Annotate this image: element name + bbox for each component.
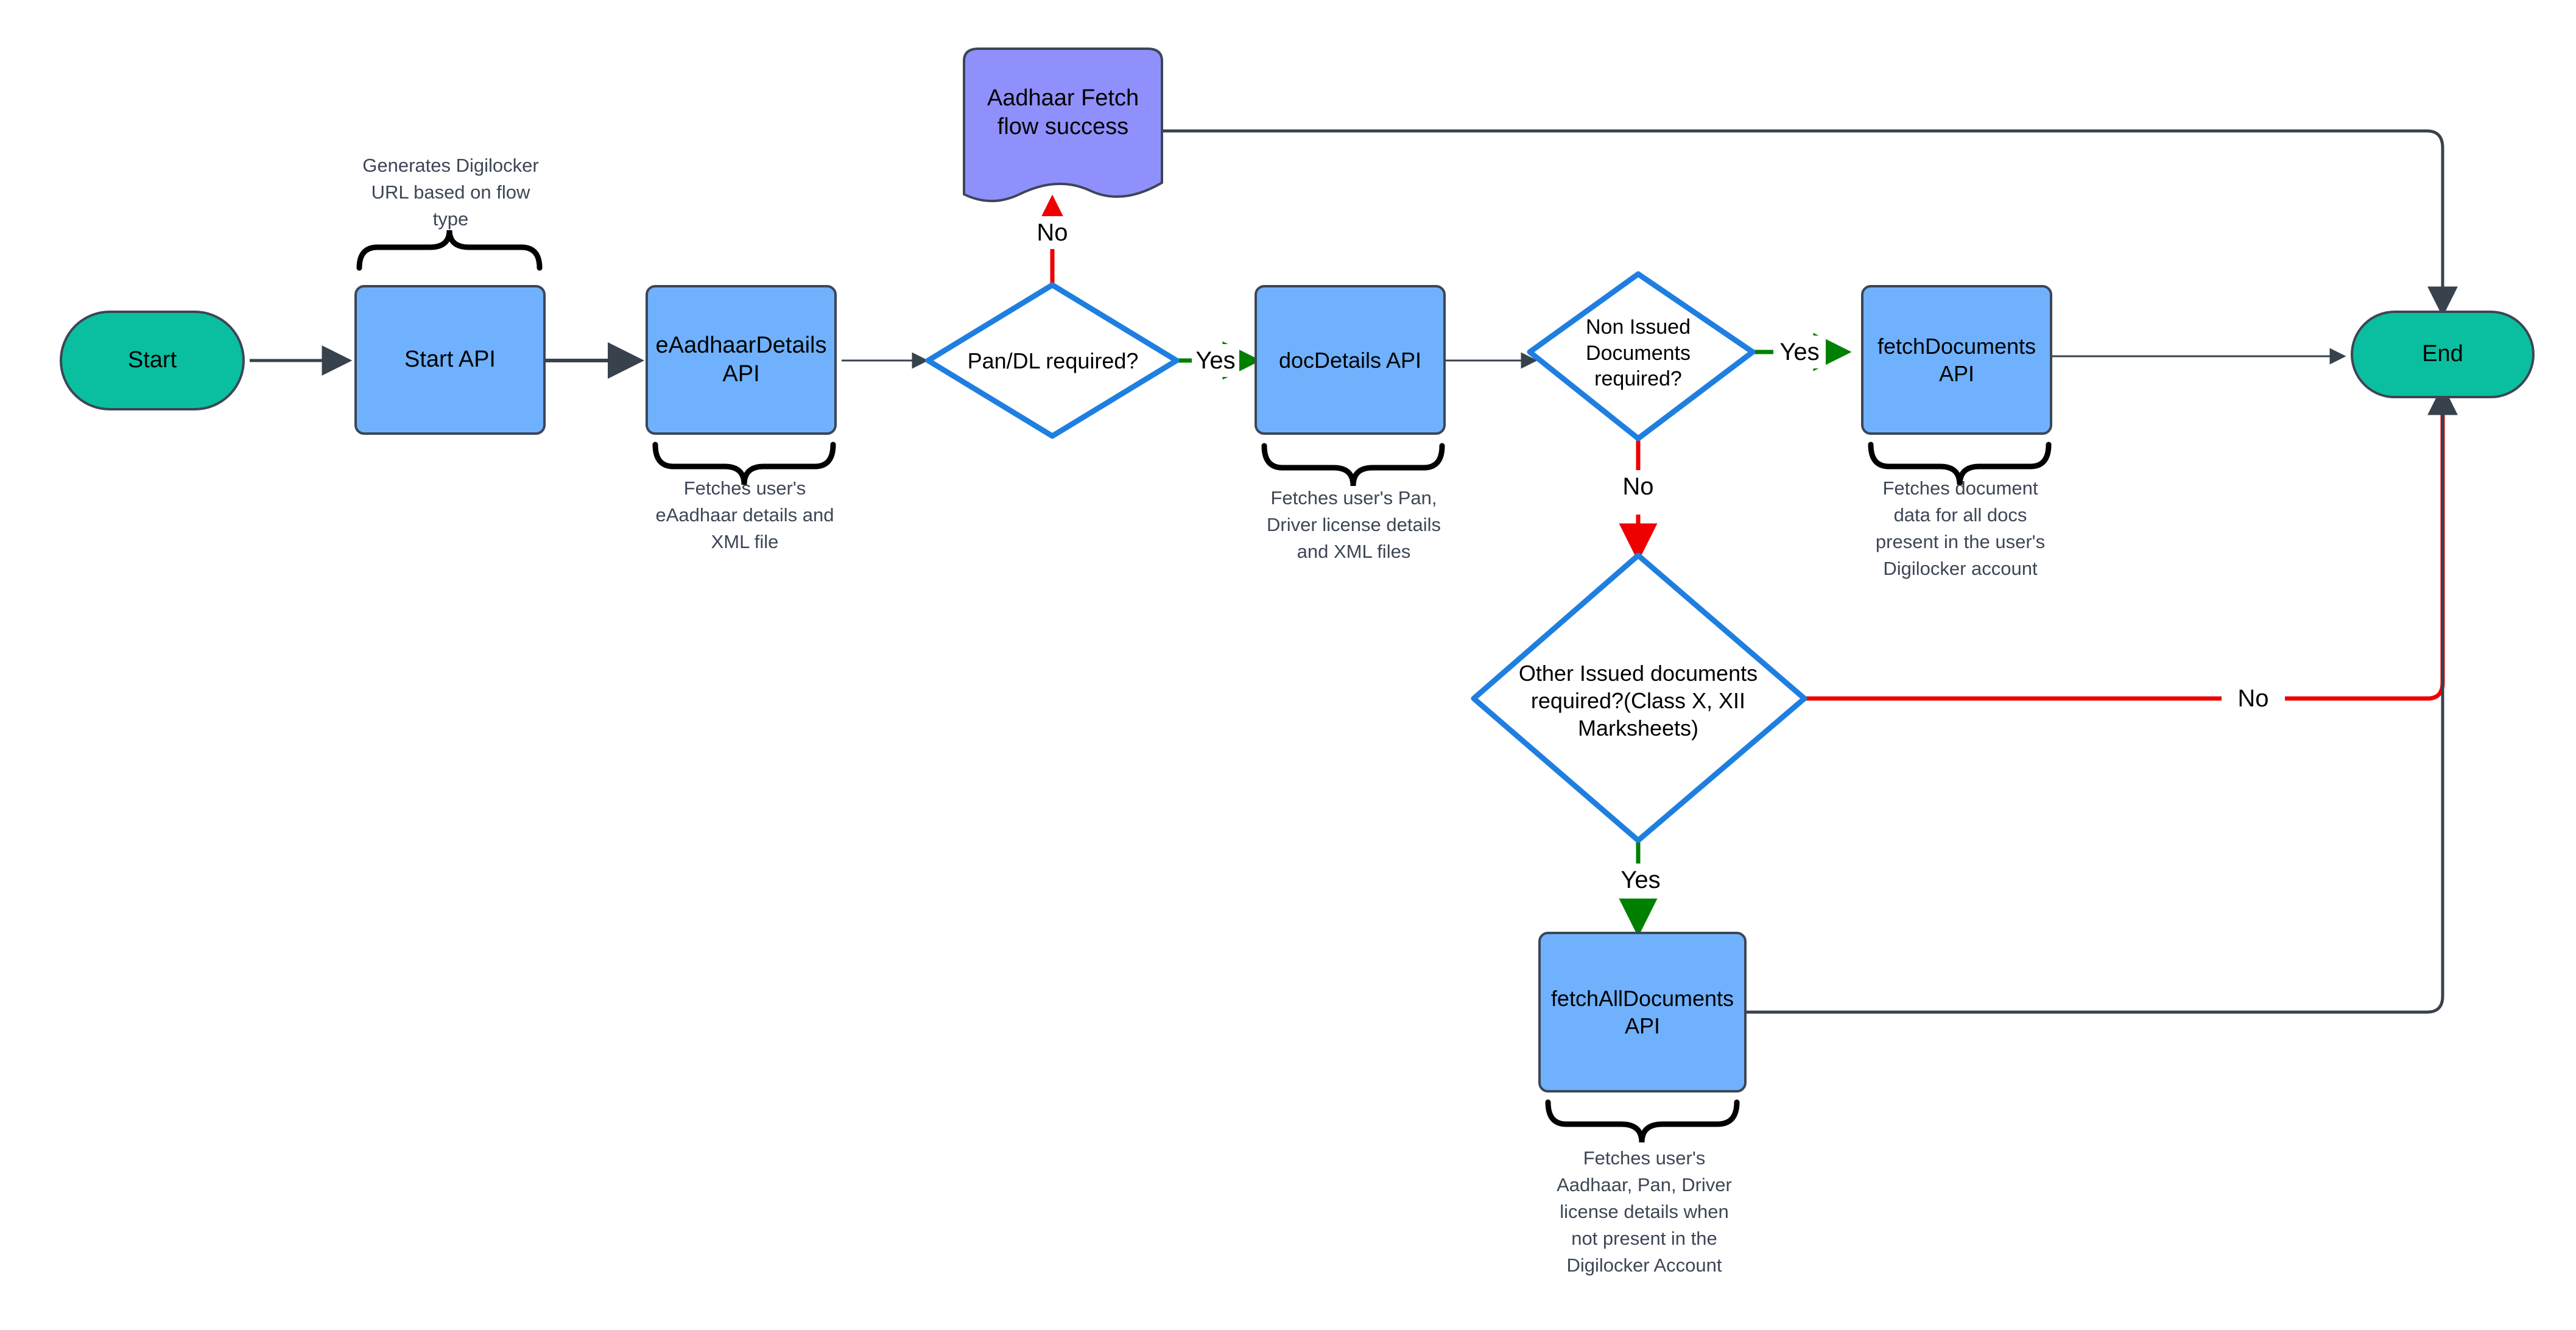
edge-label-other-issued-no: No	[2222, 682, 2285, 715]
brace-layer	[356, 230, 2052, 1143]
node-fetch-all-documents-api[interactable]	[1538, 932, 1747, 1092]
brace-fetch-documents-api	[1868, 442, 2052, 485]
node-non-issued-documents-decision[interactable]	[1527, 271, 1756, 442]
node-pan-dl-decision[interactable]	[925, 282, 1180, 439]
node-other-issued-documents-decision[interactable]	[1471, 552, 1807, 843]
brace-fetch-all-documents-api	[1545, 1099, 1740, 1143]
edge-layer: Aadhaar Fetch flow success (upward, red)…	[250, 129, 2458, 1014]
node-end[interactable]	[2351, 311, 2535, 398]
node-eaadhaar-details-api[interactable]	[646, 285, 837, 435]
note-start-api: Generates Digilocker URL based on flow t…	[362, 155, 539, 230]
node-fetch-documents-api[interactable]	[1861, 285, 2052, 435]
shape-layer	[60, 47, 2535, 1092]
node-start[interactable]	[60, 311, 245, 410]
edge-label-other-issued-yes: Yes	[1613, 864, 1669, 896]
edge-fetch-all-to-end	[1743, 384, 2458, 1014]
brace-start-api	[356, 230, 543, 271]
edge-label-non-issued-yes: Yes	[1773, 336, 1826, 368]
node-aadhaar-fetch-flow-success[interactable]	[963, 47, 1163, 202]
note-eaadhaar-details-api: Fetches user's eAadhaar details and XML …	[655, 477, 834, 553]
node-doc-details-api[interactable]	[1255, 285, 1446, 435]
edge-label-pan-dl-no: No	[1016, 216, 1089, 249]
edge-label-non-issued-no: No	[1603, 470, 1673, 503]
edge-aadhaar-success-to-end	[1163, 129, 2458, 317]
node-start-api[interactable]	[354, 285, 546, 435]
edge-label-pan-dl-yes: Yes	[1192, 344, 1239, 377]
note-fetch-all-documents-api: Fetches user's Aadhaar, Pan, Driver lice…	[1557, 1147, 1732, 1276]
brace-eaadhaar-api	[652, 442, 836, 485]
note-doc-details-api: Fetches user's Pan, Driver license detai…	[1267, 487, 1441, 563]
brace-doc-details-api	[1261, 443, 1445, 487]
note-fetch-documents-api: Fetches document data for all docs prese…	[1875, 477, 2046, 580]
